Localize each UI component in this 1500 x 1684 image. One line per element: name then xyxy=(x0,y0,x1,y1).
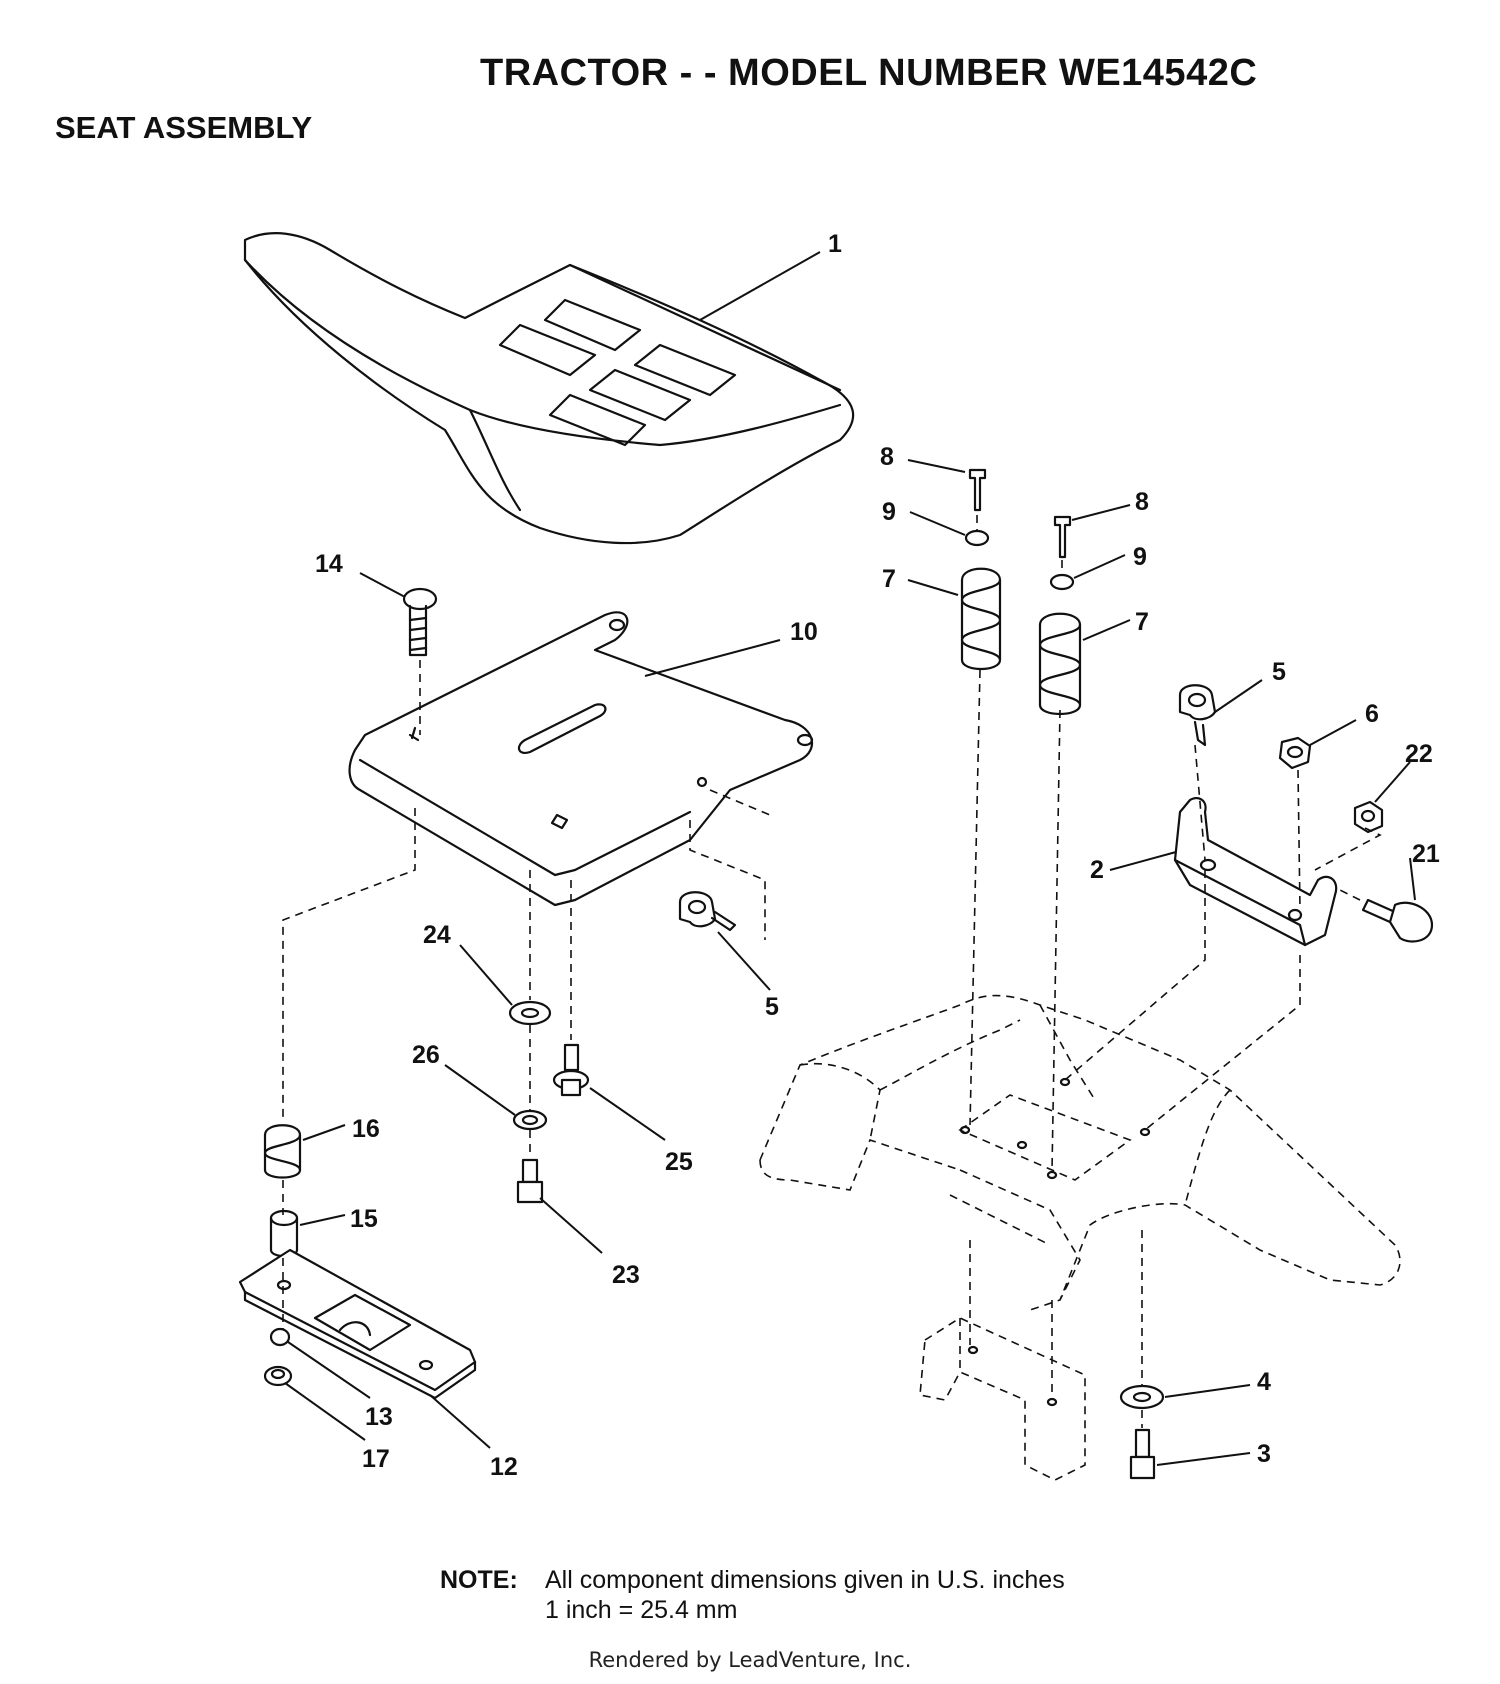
callout-12: 12 xyxy=(490,1453,518,1481)
callout-16: 16 xyxy=(352,1115,380,1143)
tractor-frame-bracket-outline xyxy=(919,1317,1086,1481)
flange-bolt-part xyxy=(552,1043,590,1097)
seat-part xyxy=(243,232,855,545)
callout-24: 24 xyxy=(423,921,451,949)
spring-right-part xyxy=(1038,612,1082,716)
callout-5-upper: 5 xyxy=(1272,658,1286,686)
flange-nut-part xyxy=(263,1365,293,1387)
flat-washer-hole xyxy=(520,1007,540,1019)
callout-8-left: 8 xyxy=(880,443,894,471)
callout-14: 14 xyxy=(315,550,343,578)
callout-21: 21 xyxy=(1412,840,1440,868)
hex-bolt-part xyxy=(516,1158,544,1204)
seat-pan-part xyxy=(348,611,814,907)
section-title: SEAT ASSEMBLY xyxy=(55,110,313,145)
callout-7-right: 7 xyxy=(1135,608,1149,636)
callout-15: 15 xyxy=(350,1205,378,1233)
lock-washer-part xyxy=(512,1109,548,1131)
callout-9-right: 9 xyxy=(1133,543,1147,571)
callout-2: 2 xyxy=(1090,856,1104,884)
compression-spring-part xyxy=(263,1124,302,1179)
large-washer-part xyxy=(1119,1384,1165,1410)
carriage-bolt-part xyxy=(402,587,438,657)
rendered-by-footer: Rendered by LeadVenture, Inc. xyxy=(588,1648,912,1672)
spring-left-part xyxy=(960,567,1002,671)
shoulder-bolt-part xyxy=(1361,898,1434,943)
washer-right-part xyxy=(1049,573,1075,591)
spacer-part xyxy=(269,1209,299,1258)
callout-17: 17 xyxy=(362,1445,390,1473)
note-line-1: NOTE: All component dimensions given in U… xyxy=(440,1565,1065,1595)
callout-3: 3 xyxy=(1257,1440,1271,1468)
large-washer-hole xyxy=(1132,1391,1152,1403)
callout-22: 22 xyxy=(1405,740,1433,768)
washer-left-part xyxy=(964,529,990,547)
callout-7-left: 7 xyxy=(882,565,896,593)
leader-lines xyxy=(284,251,1416,1466)
note-text: All component dimensions given in U.S. i… xyxy=(545,1566,1065,1594)
callout-5-lower: 5 xyxy=(765,993,779,1021)
callout-10: 10 xyxy=(790,618,818,646)
frame-bolt-part xyxy=(1129,1428,1156,1480)
page-title: TRACTOR - - MODEL NUMBER WE14542C xyxy=(480,52,1258,94)
callout-4: 4 xyxy=(1257,1368,1271,1396)
pin-left-part xyxy=(968,468,987,512)
tractor-fender-outline xyxy=(759,994,1401,1311)
callout-13: 13 xyxy=(365,1403,393,1431)
callout-1: 1 xyxy=(828,230,842,258)
frame-holes xyxy=(959,1077,1151,1407)
bracket-part xyxy=(1173,796,1338,947)
lock-washer-hole xyxy=(521,1114,539,1126)
dimension-note: NOTE: All component dimensions given in U… xyxy=(440,1565,1065,1625)
slide-plate-part xyxy=(238,1248,477,1400)
callout-labels: 1 2 3 4 5 5 6 7 7 8 8 9 9 10 12 13 14 15… xyxy=(315,230,1440,1481)
callout-9-left: 9 xyxy=(882,498,896,526)
clamp-upper-part xyxy=(1178,684,1217,747)
note-label: NOTE: xyxy=(440,1566,518,1594)
locknut-part xyxy=(1353,800,1384,834)
assembly-lines xyxy=(282,515,1382,1428)
pin-right-part xyxy=(1053,515,1072,559)
nut-part xyxy=(1278,736,1312,770)
callout-25: 25 xyxy=(665,1148,693,1176)
callout-26: 26 xyxy=(412,1041,440,1069)
note-line-2: 1 inch = 25.4 mm xyxy=(545,1596,738,1624)
callout-6: 6 xyxy=(1365,700,1379,728)
flat-washer-part xyxy=(508,1000,552,1026)
callout-8-right: 8 xyxy=(1135,488,1149,516)
callout-23: 23 xyxy=(612,1261,640,1289)
square-nut-part xyxy=(269,1327,291,1347)
clamp-lower-part xyxy=(678,891,737,932)
